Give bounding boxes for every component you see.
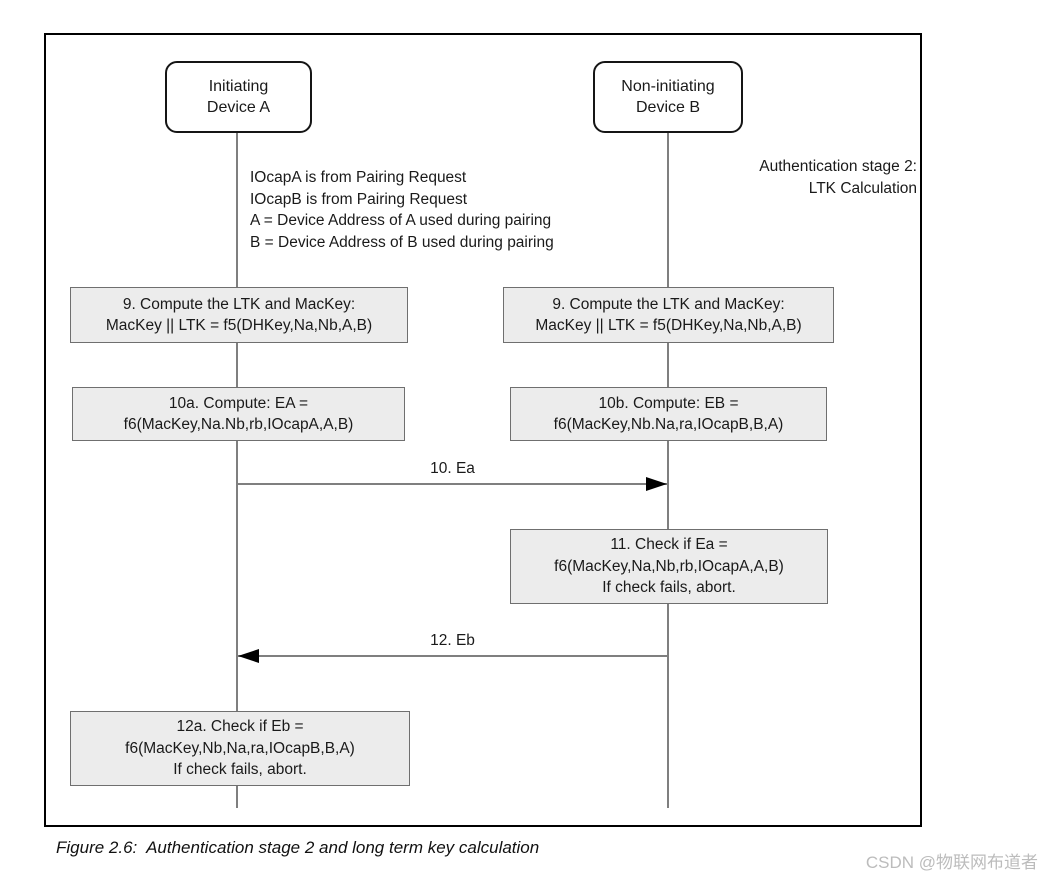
actor-a-label-line2: Device A (206, 99, 271, 116)
step-11-line2: f6(MacKey,Na,Nb,rb,IOcapA,A,B) (554, 557, 784, 575)
actor-b-label-line1: Non-initiating (621, 78, 715, 95)
note-line2: IOcapB is from Pairing Request (250, 190, 468, 208)
step-10a-line1: 10a. Compute: EA = (168, 394, 309, 412)
step-box-11: 11. Check if Ea = f6(MacKey,Na,Nb,rb,IOc… (510, 529, 828, 604)
actor-a-label-line1: Initiating (208, 78, 269, 95)
step-box-12a: 12a. Check if Eb = f6(MacKey,Nb,Na,ra,IO… (70, 711, 410, 786)
step-12a-line1: 12a. Check if Eb = (176, 718, 304, 736)
actor-box-device-b: Non-initiating Device B (593, 61, 743, 133)
step-box-9-device-a: 9. Compute the LTK and MacKey: MacKey ||… (70, 287, 408, 343)
step-9b-line1: 9. Compute the LTK and MacKey: (552, 295, 785, 313)
step-11-line3: If check fails, abort. (602, 579, 736, 597)
step-10b-line2: f6(MacKey,Nb.Na,ra,IOcapB,B,A) (553, 416, 784, 433)
step-12a-line2: f6(MacKey,Nb,Na,ra,IOcapB,B,A) (125, 739, 355, 757)
note-line3: A = Device Address of A used during pair… (250, 212, 552, 230)
watermark: CSDN @物联网布道者 (865, 853, 1038, 872)
lifeline-device-b (667, 133, 669, 808)
note-line1: IOcapA is from Pairing Request (250, 169, 467, 186)
step-9a-line1: 9. Compute the LTK and MacKey: (122, 295, 356, 313)
message-10-arrow-line (237, 483, 668, 485)
stage-note-line1: Authentication stage 2: (759, 158, 917, 175)
step-10b-line1: 10b. Compute: EB = (598, 394, 739, 412)
step-9a-line2: MacKey || LTK = f5(DHKey,Na,Nb,A,B) (105, 317, 373, 334)
stage-note: Authentication stage 2: LTK Calculation (759, 156, 917, 199)
step-box-9-device-b: 9. Compute the LTK and MacKey: MacKey ||… (503, 287, 834, 343)
step-12a-line3: If check fails, abort. (173, 761, 307, 779)
actor-b-label-line2: Device B (635, 99, 701, 116)
actor-box-device-a: Initiating Device A (165, 61, 312, 133)
step-box-10b: 10b. Compute: EB = f6(MacKey,Nb.Na,ra,IO… (510, 387, 827, 441)
message-12-label: 12. Eb (430, 632, 475, 649)
arrowhead-right-icon (646, 477, 667, 491)
figure-caption: Figure 2.6: Authentication stage 2 and l… (56, 838, 540, 857)
preconditions-note: IOcapA is from Pairing Request IOcapB is… (250, 167, 554, 254)
note-line4: B = Device Address of B used during pair… (250, 234, 554, 252)
message-12-arrow-line (237, 655, 668, 657)
step-9b-line2: MacKey || LTK = f5(DHKey,Na,Nb,A,B) (535, 317, 802, 334)
step-10a-line2: f6(MacKey,Na.Nb,rb,IOcapA,A,B) (123, 416, 354, 433)
arrowhead-left-icon (238, 649, 259, 663)
stage-note-line2: LTK Calculation (808, 179, 917, 197)
message-10-label: 10. Ea (430, 460, 475, 477)
step-11-line1: 11. Check if Ea = (610, 536, 728, 554)
lifeline-device-a (236, 133, 238, 808)
step-box-10a: 10a. Compute: EA = f6(MacKey,Na.Nb,rb,IO… (72, 387, 405, 441)
